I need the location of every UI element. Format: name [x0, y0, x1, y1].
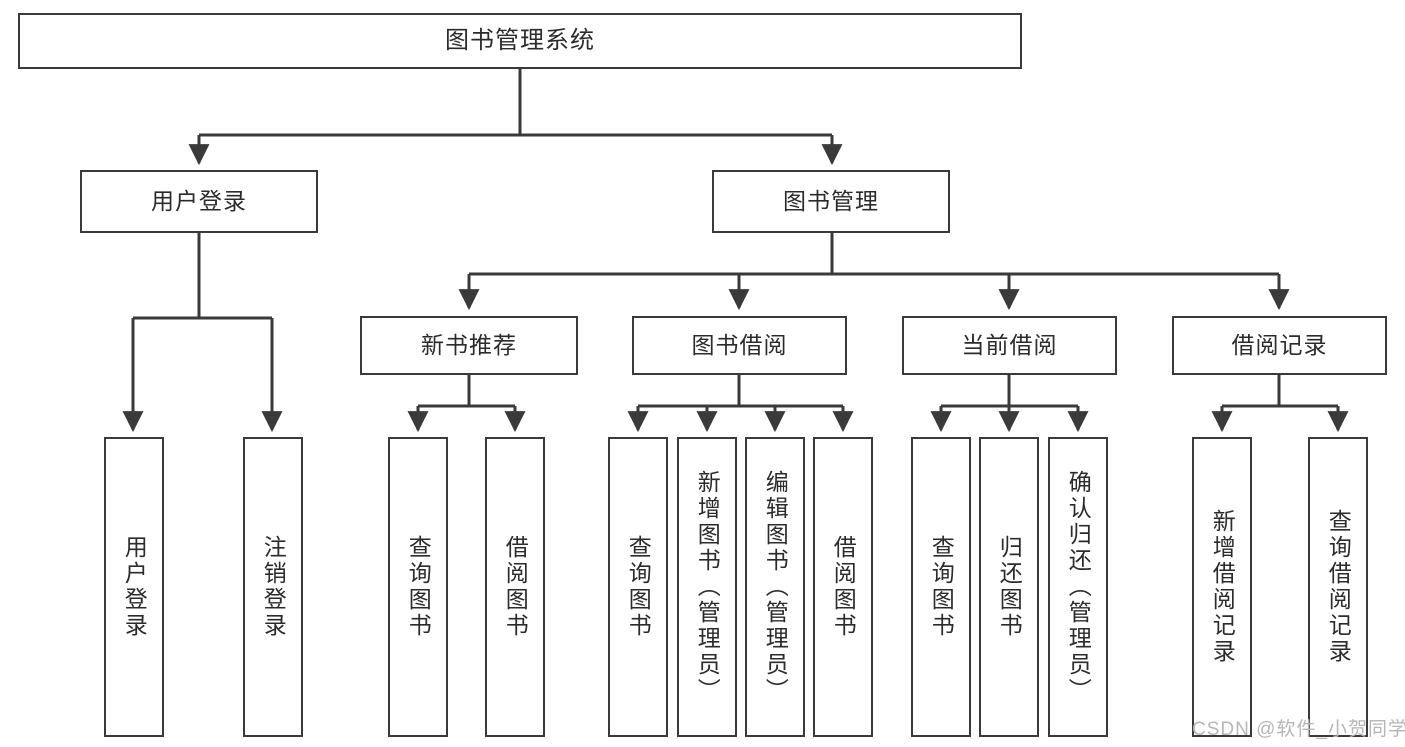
node-label: 图书管理	[783, 187, 879, 214]
node-leaf-edit-book[interactable]: 编辑图书（管理员）	[745, 437, 805, 737]
node-leaf-query-book-current[interactable]: 查询图书	[911, 437, 971, 737]
node-leaf-return-book[interactable]: 归还图书	[979, 437, 1039, 737]
node-leaf-confirm-return[interactable]: 确认归还（管理员）	[1048, 437, 1108, 737]
node-root-book-management-system[interactable]: 图书管理系统	[18, 13, 1022, 69]
node-leaf-query-borrow-record[interactable]: 查询借阅记录	[1308, 437, 1368, 737]
node-label: 借阅记录	[1231, 331, 1328, 358]
node-label: 新书推荐	[421, 331, 517, 358]
node-label: 图书管理系统	[445, 26, 595, 54]
node-borrow-record[interactable]: 借阅记录	[1172, 316, 1387, 375]
node-current-borrow[interactable]: 当前借阅	[902, 316, 1117, 375]
node-book-manage[interactable]: 图书管理	[712, 170, 950, 233]
node-label: 当前借阅	[961, 331, 1058, 358]
node-label: 编辑图书（管理员）	[762, 470, 789, 704]
node-label: 借阅图书	[830, 535, 857, 639]
node-label: 借阅图书	[502, 535, 529, 639]
node-leaf-query-book-rec[interactable]: 查询图书	[388, 437, 448, 737]
node-label: 新增借阅记录	[1209, 509, 1236, 665]
node-label: 注销登录	[260, 535, 287, 639]
node-leaf-query-book-borrow[interactable]: 查询图书	[608, 437, 668, 737]
node-leaf-user-login[interactable]: 用户登录	[104, 437, 164, 737]
node-book-borrow[interactable]: 图书借阅	[632, 316, 847, 375]
csdn-watermark: CSDN @软件_小贺同学	[1192, 719, 1405, 740]
node-label: 图书借阅	[691, 331, 788, 358]
node-new-book-recommend[interactable]: 新书推荐	[360, 316, 578, 375]
node-label: 查询图书	[625, 535, 652, 639]
node-leaf-add-borrow-record[interactable]: 新增借阅记录	[1192, 437, 1252, 737]
node-label: 确认归还（管理员）	[1065, 470, 1092, 704]
node-leaf-borrow-book[interactable]: 借阅图书	[813, 437, 873, 737]
node-label: 新增图书（管理员）	[694, 470, 721, 704]
node-label: 查询借阅记录	[1325, 509, 1352, 665]
node-label: 用户登录	[121, 535, 148, 639]
node-label: 查询图书	[928, 535, 955, 639]
node-user-login[interactable]: 用户登录	[80, 170, 318, 233]
node-label: 查询图书	[405, 535, 432, 639]
node-label: 用户登录	[151, 187, 247, 214]
node-leaf-borrow-book-rec[interactable]: 借阅图书	[485, 437, 545, 737]
node-label: 归还图书	[996, 535, 1023, 639]
node-leaf-logout[interactable]: 注销登录	[243, 437, 303, 737]
node-leaf-add-book[interactable]: 新增图书（管理员）	[677, 437, 737, 737]
